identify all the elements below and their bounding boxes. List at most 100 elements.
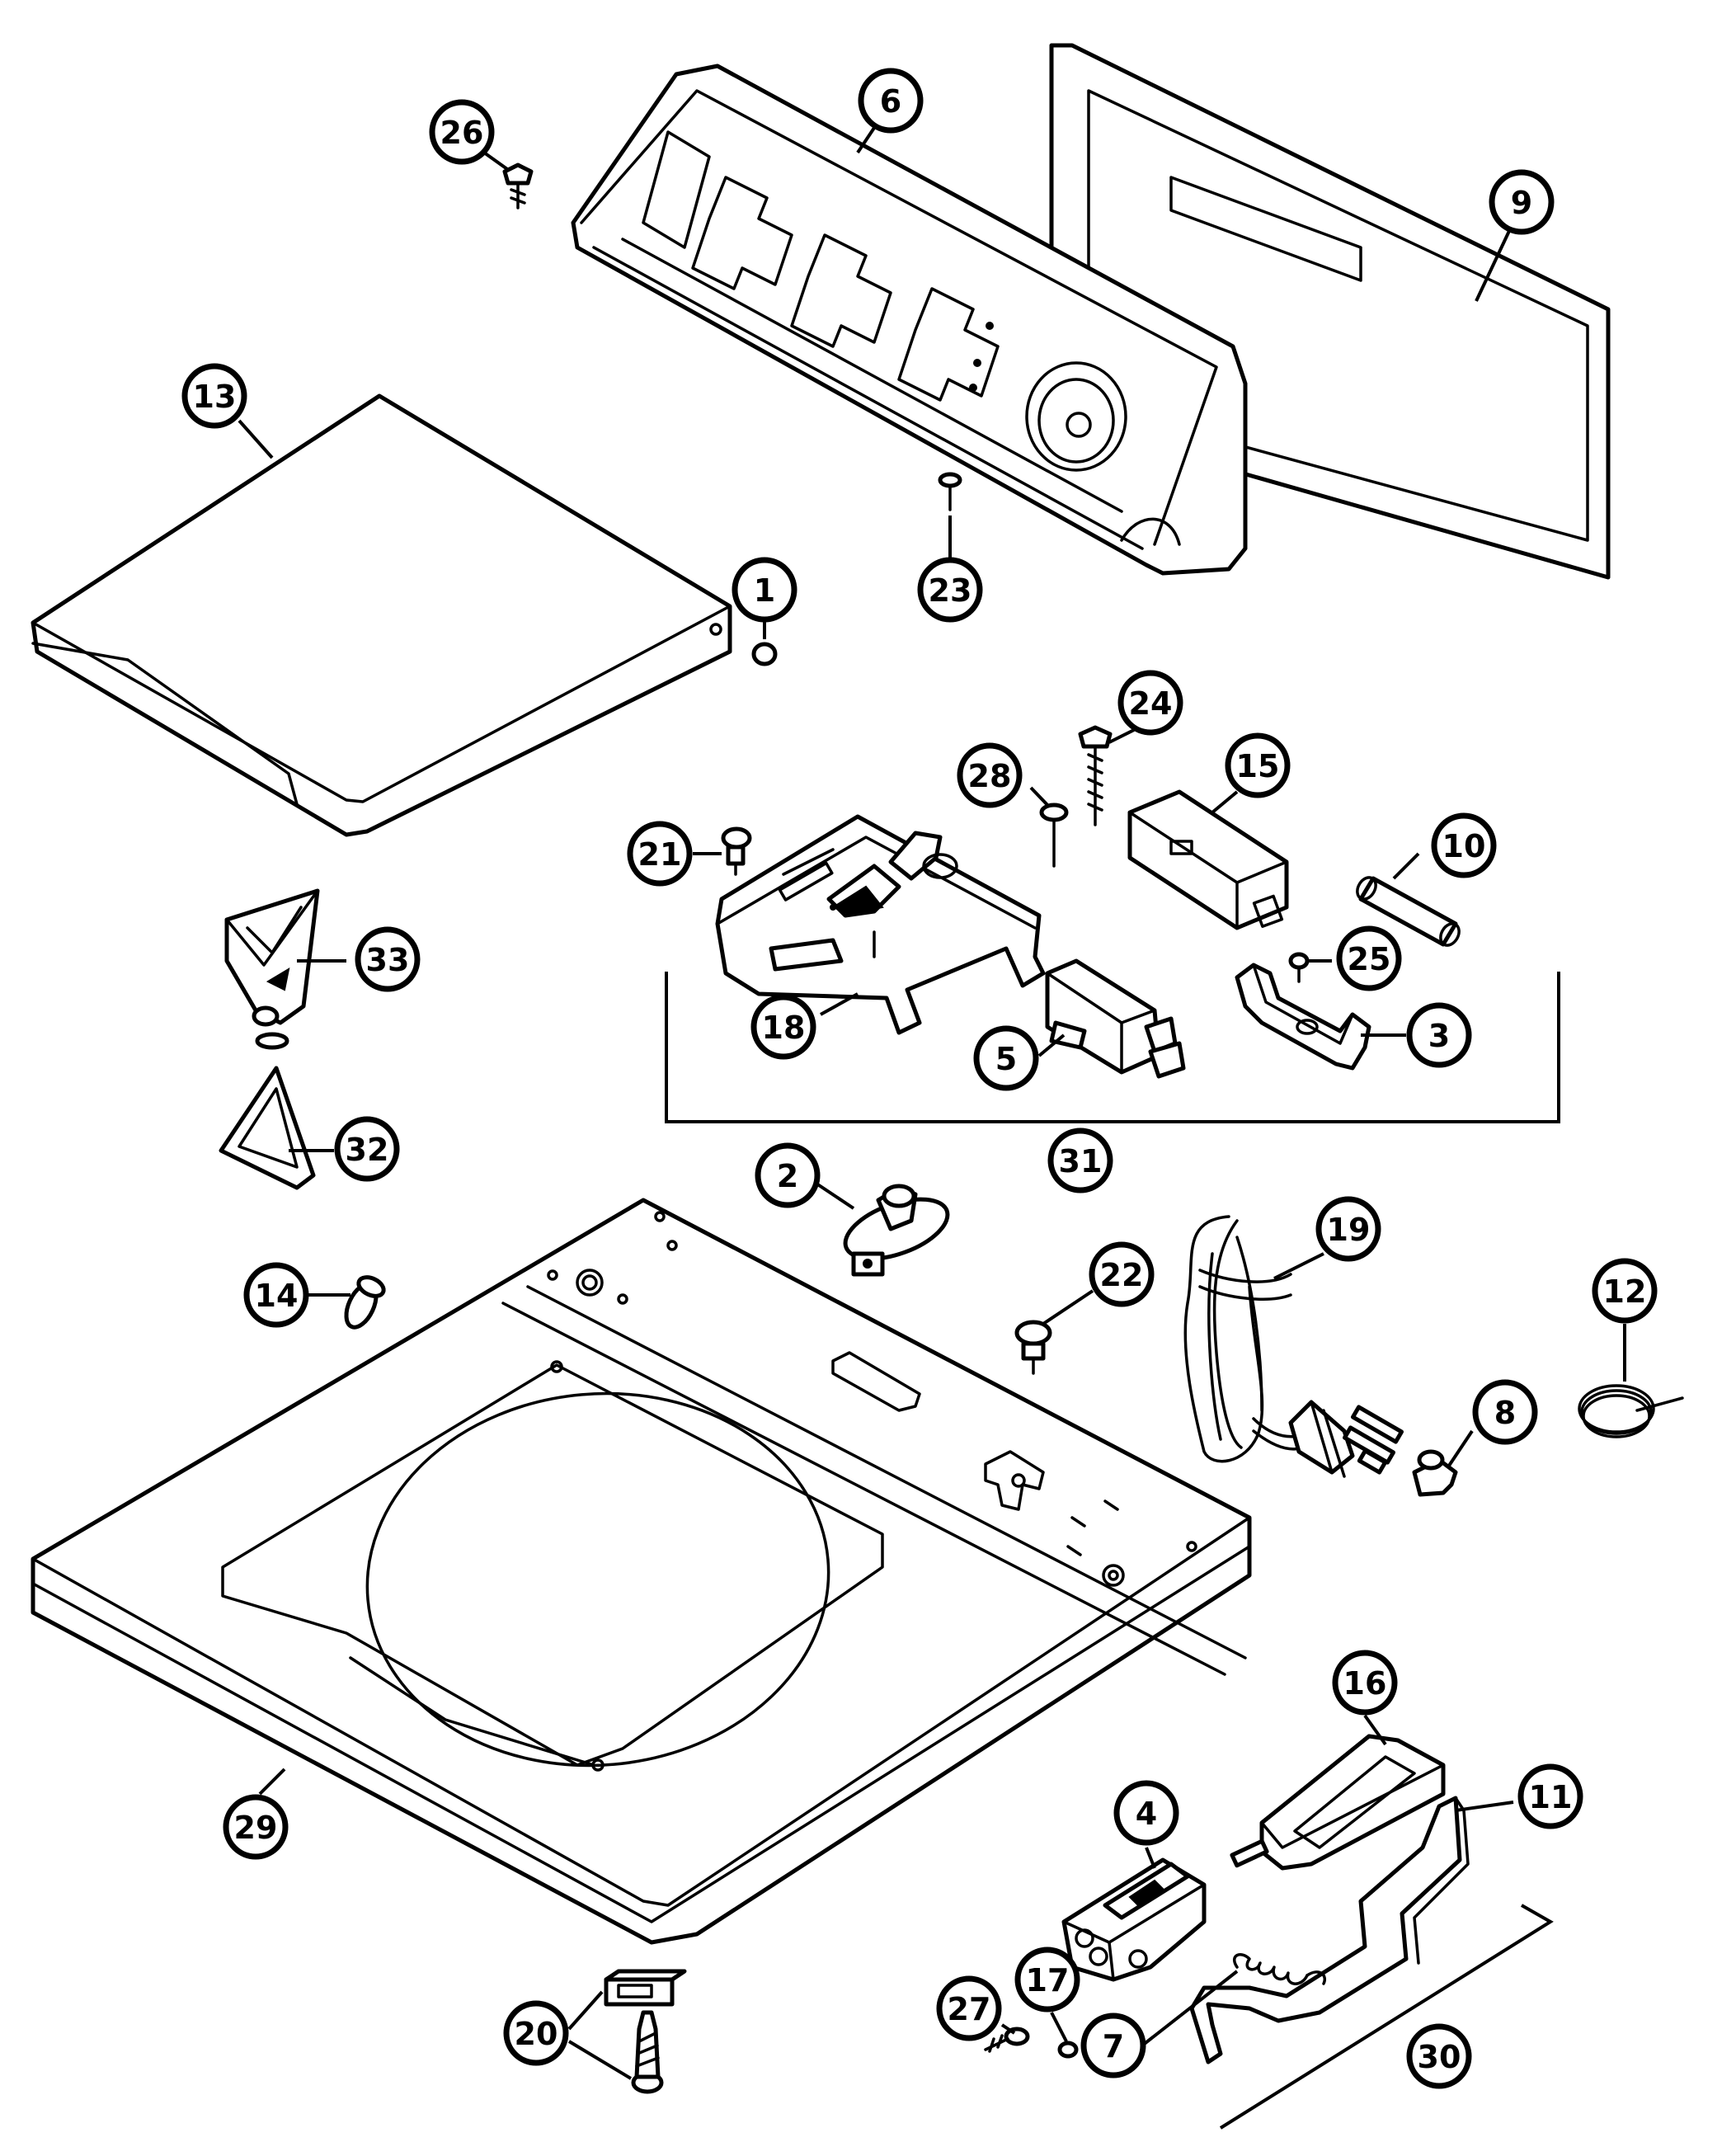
callout-18: 18 xyxy=(750,994,816,1060)
callout-circle xyxy=(858,68,924,134)
dispenser-ring xyxy=(219,1066,316,1190)
callout-number: 15 xyxy=(1236,748,1280,784)
callout-14: 14 xyxy=(243,1262,309,1328)
callout-number: 16 xyxy=(1343,1665,1387,1702)
callout-circle xyxy=(1080,2013,1146,2078)
hinge-cover xyxy=(1230,1734,1446,1871)
screw-21 xyxy=(721,826,752,876)
callout-22: 22 xyxy=(1089,1241,1155,1307)
clip-and-screw xyxy=(604,1969,687,2094)
screw-28 xyxy=(1039,803,1069,868)
screw-24 xyxy=(1078,725,1113,826)
callout-12: 12 xyxy=(1592,1258,1658,1324)
callout-11: 11 xyxy=(1517,1763,1583,1829)
callout-number: 4 xyxy=(1136,1796,1157,1832)
callout-number: 1 xyxy=(754,572,775,609)
fuse xyxy=(1356,876,1461,947)
callout-number: 18 xyxy=(762,1010,806,1046)
callout-circle xyxy=(429,99,495,165)
callout-circle xyxy=(1489,169,1555,235)
callout-circle xyxy=(627,821,693,887)
callout-4: 4 xyxy=(1113,1780,1179,1846)
callout-30: 30 xyxy=(1406,2023,1472,2089)
wire-ring xyxy=(1578,1384,1684,1438)
callout-circle xyxy=(1406,1002,1472,1068)
callout-circle xyxy=(503,2000,569,2066)
callout-circle xyxy=(936,1975,1002,2041)
callout-19: 19 xyxy=(1315,1196,1381,1262)
callout-7: 7 xyxy=(1080,2013,1146,2078)
strain-relief xyxy=(1412,1449,1458,1497)
callout-number: 29 xyxy=(234,1810,278,1846)
lid-switch xyxy=(1045,958,1186,1079)
callout-number: 23 xyxy=(929,572,972,609)
callout-32: 32 xyxy=(334,1116,400,1182)
callout-28: 28 xyxy=(957,742,1023,808)
callout-23: 23 xyxy=(917,557,983,623)
callout-circle xyxy=(1406,2023,1472,2089)
callout-15: 15 xyxy=(1225,732,1291,798)
callout-circle xyxy=(1047,1127,1113,1193)
callout-circle xyxy=(334,1116,400,1182)
callout-16: 16 xyxy=(1332,1650,1398,1716)
callout-5: 5 xyxy=(973,1025,1039,1091)
callout-circle xyxy=(973,1025,1039,1091)
callout-number: 28 xyxy=(968,758,1012,794)
callout-29: 29 xyxy=(223,1794,289,1860)
callout-number: 31 xyxy=(1059,1143,1103,1179)
screw-26 xyxy=(502,162,534,209)
switch-bracket xyxy=(1235,963,1371,1071)
callout-number: 9 xyxy=(1511,185,1532,221)
callout-9: 9 xyxy=(1489,169,1555,235)
callout-circle xyxy=(1336,925,1402,991)
switch-actuator-block xyxy=(1127,789,1289,930)
washer-lid xyxy=(31,393,732,837)
callout-26: 26 xyxy=(429,99,495,165)
callout-circle xyxy=(1592,1258,1658,1324)
callout-circle xyxy=(750,994,816,1060)
callout-number: 8 xyxy=(1494,1395,1516,1431)
callout-circle xyxy=(243,1262,309,1328)
callout-number: 13 xyxy=(193,379,237,415)
callout-circle xyxy=(1113,1780,1179,1846)
lid-bumper xyxy=(751,642,778,666)
callout-circle xyxy=(223,1794,289,1860)
callout-circle xyxy=(1315,1196,1381,1262)
callout-circle xyxy=(355,926,421,992)
callout-21: 21 xyxy=(627,821,693,887)
callout-8: 8 xyxy=(1472,1379,1538,1445)
callout-1: 1 xyxy=(732,557,797,623)
lid-hinge-bracket xyxy=(1061,1857,1207,1982)
callout-number: 10 xyxy=(1442,828,1486,864)
callout-3: 3 xyxy=(1406,1002,1472,1068)
leader-lines xyxy=(238,101,1626,2080)
callout-circle xyxy=(1332,1650,1398,1716)
group-bracket-31 xyxy=(665,972,1560,1123)
group-bracket-30 xyxy=(1219,1904,1554,2130)
callout-27: 27 xyxy=(936,1975,1002,2041)
callout-number: 25 xyxy=(1348,941,1391,977)
callout-number: 20 xyxy=(515,2016,558,2052)
callout-number: 26 xyxy=(440,115,484,151)
callout-number: 5 xyxy=(995,1041,1017,1077)
screw-27 xyxy=(984,2027,1030,2053)
callout-circle xyxy=(1472,1379,1538,1445)
power-cord xyxy=(1183,1215,1404,1478)
callout-circle xyxy=(1431,812,1497,878)
callout-circle xyxy=(1517,1763,1583,1829)
switch-mounting-bracket xyxy=(715,814,1046,1035)
callout-number: 14 xyxy=(255,1278,299,1314)
top-cover xyxy=(31,1198,1252,1945)
callout-number: 21 xyxy=(638,836,682,873)
callout-25: 25 xyxy=(1336,925,1402,991)
callout-number: 3 xyxy=(1428,1018,1450,1054)
callout-circle xyxy=(1089,1241,1155,1307)
callout-10: 10 xyxy=(1431,812,1497,878)
control-console xyxy=(571,64,1248,576)
callout-bubbles: 1234567891011121314151617181920212223242… xyxy=(181,68,1658,2089)
callout-6: 6 xyxy=(858,68,924,134)
callout-number: 22 xyxy=(1100,1257,1144,1293)
callout-number: 2 xyxy=(777,1158,798,1194)
callout-circle xyxy=(917,557,983,623)
